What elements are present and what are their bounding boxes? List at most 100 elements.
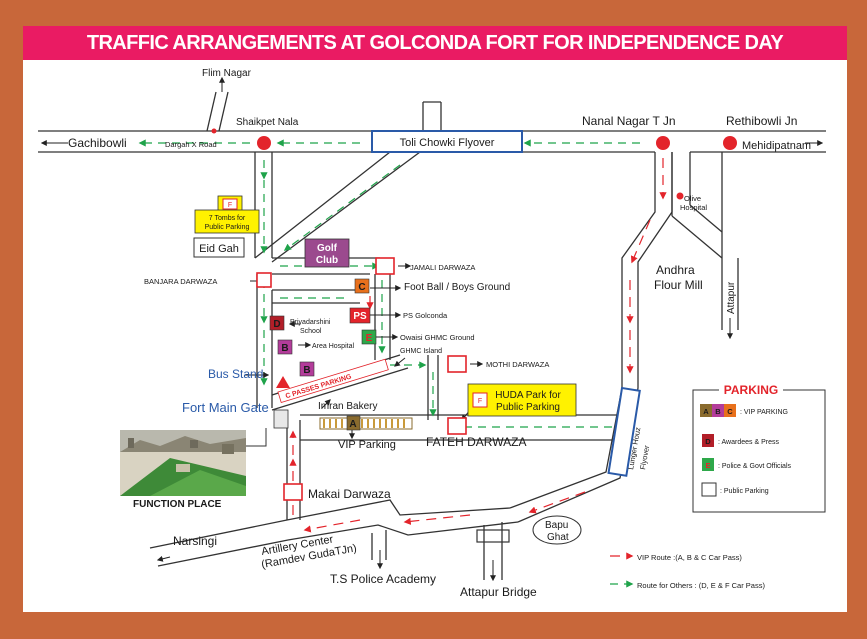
narsingi-label: Narsingi	[173, 534, 217, 548]
svg-text:F: F	[228, 202, 232, 209]
c-passes-parking-strip: C PASSES PARKING	[277, 358, 389, 404]
badge-d	[269, 315, 285, 331]
mothi-darwaza-label: MOTHI DARWAZA	[486, 360, 549, 369]
title-bar: TRAFFIC ARRANGEMENTS AT GOLCONDA FORT FO…	[23, 26, 847, 88]
ts-police-academy-label: T.S Police Academy	[330, 572, 436, 586]
svg-text:A: A	[703, 407, 709, 416]
priyadarshini-label-2: School	[300, 328, 322, 335]
football-ground-label: Foot Ball / Boys Ground	[404, 282, 510, 293]
legend-title: PARKING	[724, 383, 778, 397]
olive-hospital-label-2: Hospital	[680, 203, 707, 212]
parking-legend: PARKING A B C : VIP PARKING D : Awardees…	[692, 383, 826, 513]
legend-vip-text: : VIP PARKING	[740, 409, 788, 416]
mothi-darwaza-gate	[447, 355, 467, 373]
banjara-darwaza-gate	[256, 272, 272, 288]
badge-c	[354, 278, 370, 294]
rethibowli-label: Rethibowli Jn	[726, 114, 797, 128]
junction-rethibowli	[723, 136, 737, 150]
badge-b	[299, 361, 315, 377]
seven-tombs-label-1: 7 Tombs for	[209, 215, 246, 222]
svg-text:B: B	[281, 343, 288, 354]
nanal-nagar-label: Nanal Nagar T Jn	[582, 114, 676, 128]
owaisi-ground-label: Owaisi GHMC Ground	[400, 333, 475, 342]
attapur-label: Attapur	[726, 281, 737, 314]
bus-stand-marker	[276, 376, 290, 388]
svg-text:D: D	[705, 437, 711, 446]
badge-e	[361, 329, 377, 345]
legend-awardees-text: : Awardees & Press	[718, 439, 779, 446]
attapur-bridge-label: Attapur Bridge	[460, 585, 537, 599]
svg-text:C: C	[727, 407, 733, 416]
lunger-houz-flyover	[607, 386, 641, 477]
lunger-houz-label-2: Flyover	[638, 444, 651, 470]
vip-parking-label: VIP Parking	[338, 439, 396, 451]
svg-text:B: B	[303, 365, 310, 376]
svg-text:C: C	[358, 282, 365, 293]
gachibowli-label: Gachibowli	[68, 136, 127, 150]
golf-club-label-1: Golf	[317, 243, 338, 254]
svg-text:PS: PS	[353, 311, 367, 322]
makai-darwaza-gate	[283, 483, 303, 501]
imran-bakery-label: Imran Bakery	[318, 401, 377, 412]
mehidipatnam-label: Mehidipatnam	[742, 140, 811, 152]
junction-shaikpet	[257, 136, 271, 150]
seven-tombs-label-2: Public Parking	[205, 224, 250, 231]
badge-b-hospital	[277, 339, 293, 355]
map-panel	[23, 26, 847, 612]
seven-tombs-parking	[194, 209, 260, 234]
golf-club-box	[304, 238, 350, 268]
function-place-photo	[120, 430, 246, 496]
ghmc-island-label: GHMC Island	[400, 348, 442, 355]
legend-police-text: : Police & Govt Officials	[718, 463, 792, 470]
junction-nanal-nagar	[656, 136, 670, 150]
fort-main-gate-label: Fort Main Gate	[182, 400, 269, 415]
function-place-label: FUNCTION PLACE	[133, 499, 222, 510]
bapu-ghat-cloud	[532, 515, 582, 545]
svg-text:B: B	[715, 407, 721, 416]
roads	[38, 91, 826, 580]
priyadarshini-label-1: Priyadarshini	[290, 319, 331, 326]
area-hospital-label: Area Hospital	[312, 343, 354, 350]
vip-parking-strip	[319, 417, 413, 430]
map-title: TRAFFIC ARRANGEMENTS AT GOLCONDA FORT FO…	[86, 32, 784, 88]
golf-club-label-2: Club	[316, 255, 338, 266]
huda-label-2: Public Parking	[496, 402, 560, 413]
badge-ps	[349, 307, 371, 324]
svg-text:A: A	[349, 419, 356, 430]
huda-badge: F	[478, 398, 482, 405]
huda-label-1: HUDA Park for	[495, 390, 561, 401]
bus-stand-label: Bus Stand	[208, 367, 263, 381]
legend-public-text: : Public Parking	[720, 488, 769, 495]
makai-darwaza-label: Makai Darwaza	[308, 487, 391, 501]
ps-golconda-label: PS Golconda	[403, 311, 448, 320]
eid-gah-box	[193, 237, 245, 258]
legend-others-route-text: Route for Others : (D, E & F Car Pass)	[637, 581, 765, 590]
jamali-darwaza-gate	[375, 257, 395, 275]
fort-gate-icon	[273, 409, 289, 429]
svg-text:E: E	[705, 461, 710, 470]
jamali-darwaza-label: JAMALI DARWAZA	[410, 263, 475, 272]
fateh-darwaza-gate	[447, 417, 467, 435]
andhra-label: Andhra	[656, 263, 695, 277]
dargah-marker	[211, 128, 217, 134]
toli-chowki-label: Toli Chowki Flyover	[400, 137, 495, 149]
flour-mill-label: Flour Mill	[654, 278, 703, 292]
badge-a	[346, 415, 361, 431]
eid-gah-label: Eid Gah	[199, 243, 239, 255]
bapu-label: Bapu	[545, 520, 568, 531]
svg-text:D: D	[273, 319, 280, 330]
fateh-darwaza-label: FATEH DARWAZA	[426, 435, 526, 449]
dargah-x-road-label: Dargah X Road	[165, 140, 217, 149]
toli-chowki-flyover	[371, 130, 523, 153]
olive-hospital-label-1: Olive	[684, 194, 701, 203]
legend-vip-route-text: VIP Route :(A, B & C Car Pass)	[637, 553, 742, 562]
shaikpet-nala-label: Shaikpet Nala	[236, 117, 299, 128]
ghat-label: Ghat	[547, 532, 569, 543]
olive-hospital-marker	[676, 192, 684, 200]
banjara-darwaza-label: BANJARA DARWAZA	[144, 277, 217, 286]
red-routes	[289, 158, 667, 533]
svg-text:E: E	[366, 333, 373, 344]
flim-nagar-label: Flim Nagar	[202, 68, 252, 79]
